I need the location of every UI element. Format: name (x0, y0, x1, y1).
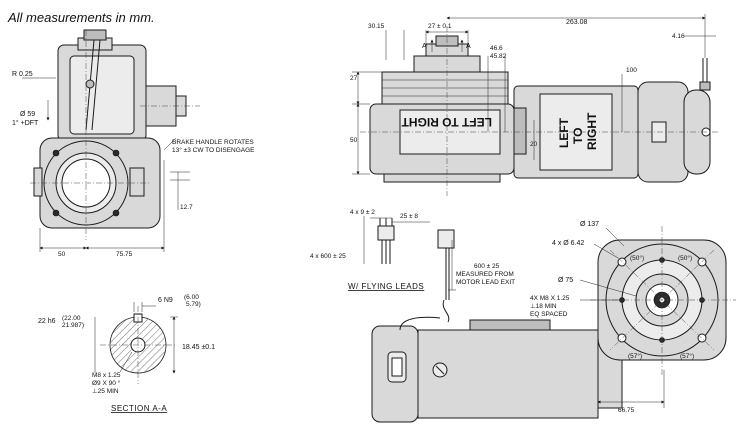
radius-label: R 0.25 (12, 71, 33, 78)
shaft-dia-label: 22 h6 (38, 318, 56, 325)
left-side-view (22, 29, 200, 252)
top-gearmotor-view (352, 14, 720, 196)
shaft-dia-upper: (22.00 (62, 315, 81, 322)
bolt-line2: ⊥18 MIN (530, 303, 557, 310)
shaft-dia-lower: 21.987) (62, 322, 84, 329)
dim-30-15: 30.15 (368, 23, 385, 30)
front-flange-view (579, 226, 736, 376)
dim-27: 27 (350, 75, 358, 82)
key-width-lower: 5.79) (186, 301, 201, 308)
measured-line2: MOTOR LEAD EXIT (456, 279, 515, 286)
section-title: SECTION A-A (111, 404, 167, 413)
dim-12-7: 12.7 (180, 204, 193, 211)
dim-20: 20 (530, 141, 538, 148)
dim-25-8: 25 ± 8 (400, 213, 418, 220)
measurement-note: All measurements in mm. (7, 10, 155, 25)
dia-137: Ø 137 (580, 221, 599, 228)
angle-57-right: (57°) (680, 352, 694, 360)
dim-66-75: 66.75 (618, 407, 635, 414)
leads-caption: W/ FLYING LEADS (348, 282, 424, 291)
arrow-a-left: A (422, 43, 427, 50)
measured-line1: MEASURED FROM (456, 271, 514, 278)
tolerance-label: 1° +DFT (12, 119, 39, 127)
key-width-upper: (6.00 (184, 294, 199, 301)
dim-4x600: 4 x 600 ± 25 (310, 253, 346, 260)
dim-27-tol: 27 ± 0.1 (428, 23, 452, 30)
dim-4x9: 4 x 9 ± 2 (350, 209, 375, 216)
arrow-a-right: A (466, 43, 471, 50)
dim-100: 100 (626, 67, 637, 74)
dia-6-42: 4 x Ø 6.42 (552, 240, 584, 247)
section-aa-view (94, 302, 178, 384)
brake-note-line1: BRAKE HANDLE ROTATES (172, 139, 254, 146)
dim-45-82: 45.82 (490, 53, 507, 60)
dia-75: Ø 75 (558, 277, 573, 284)
dim-50-top: 50 (350, 137, 358, 144)
thread-depth-label: ⊥25 MIN (92, 388, 119, 395)
angle-57-left: (57°) (628, 352, 642, 360)
flying-leads-view (363, 216, 456, 323)
motor-text-to: TO (571, 128, 585, 144)
countersink-label: Ø9 X 90 ° (92, 379, 121, 387)
key-width-label: 6 N9 (158, 297, 173, 304)
thread-label: M8 x 1.25 (92, 372, 121, 379)
housing-text: LEFT TO RIGHT (401, 115, 492, 129)
angle-50-right: (50°) (678, 254, 692, 262)
dim-600-25: 600 ± 25 (474, 263, 500, 270)
key-depth-label: 18.45 ±0.1 (182, 344, 215, 351)
dim-46-6: 46.6 (490, 45, 503, 52)
motor-text-right: RIGHT (585, 112, 599, 150)
diameter-59-label: Ø 59 (20, 111, 35, 118)
motor-text-left: LEFT (557, 117, 571, 148)
bolt-line1: 4X M8 X 1.25 (530, 295, 570, 302)
dim-75-75: 75.75 (116, 251, 133, 258)
dim-4-16: 4.16 (672, 33, 685, 40)
angle-50-left: (50°) (630, 254, 644, 262)
dim-50-left: 50 (58, 251, 66, 258)
bolt-line3: EQ SPACED (530, 311, 568, 318)
brake-note-line2: 13° ±3 CW TO DISENGAGE (172, 146, 255, 154)
bottom-motor-view (371, 316, 665, 423)
dim-263-08: 263.08 (566, 19, 588, 26)
